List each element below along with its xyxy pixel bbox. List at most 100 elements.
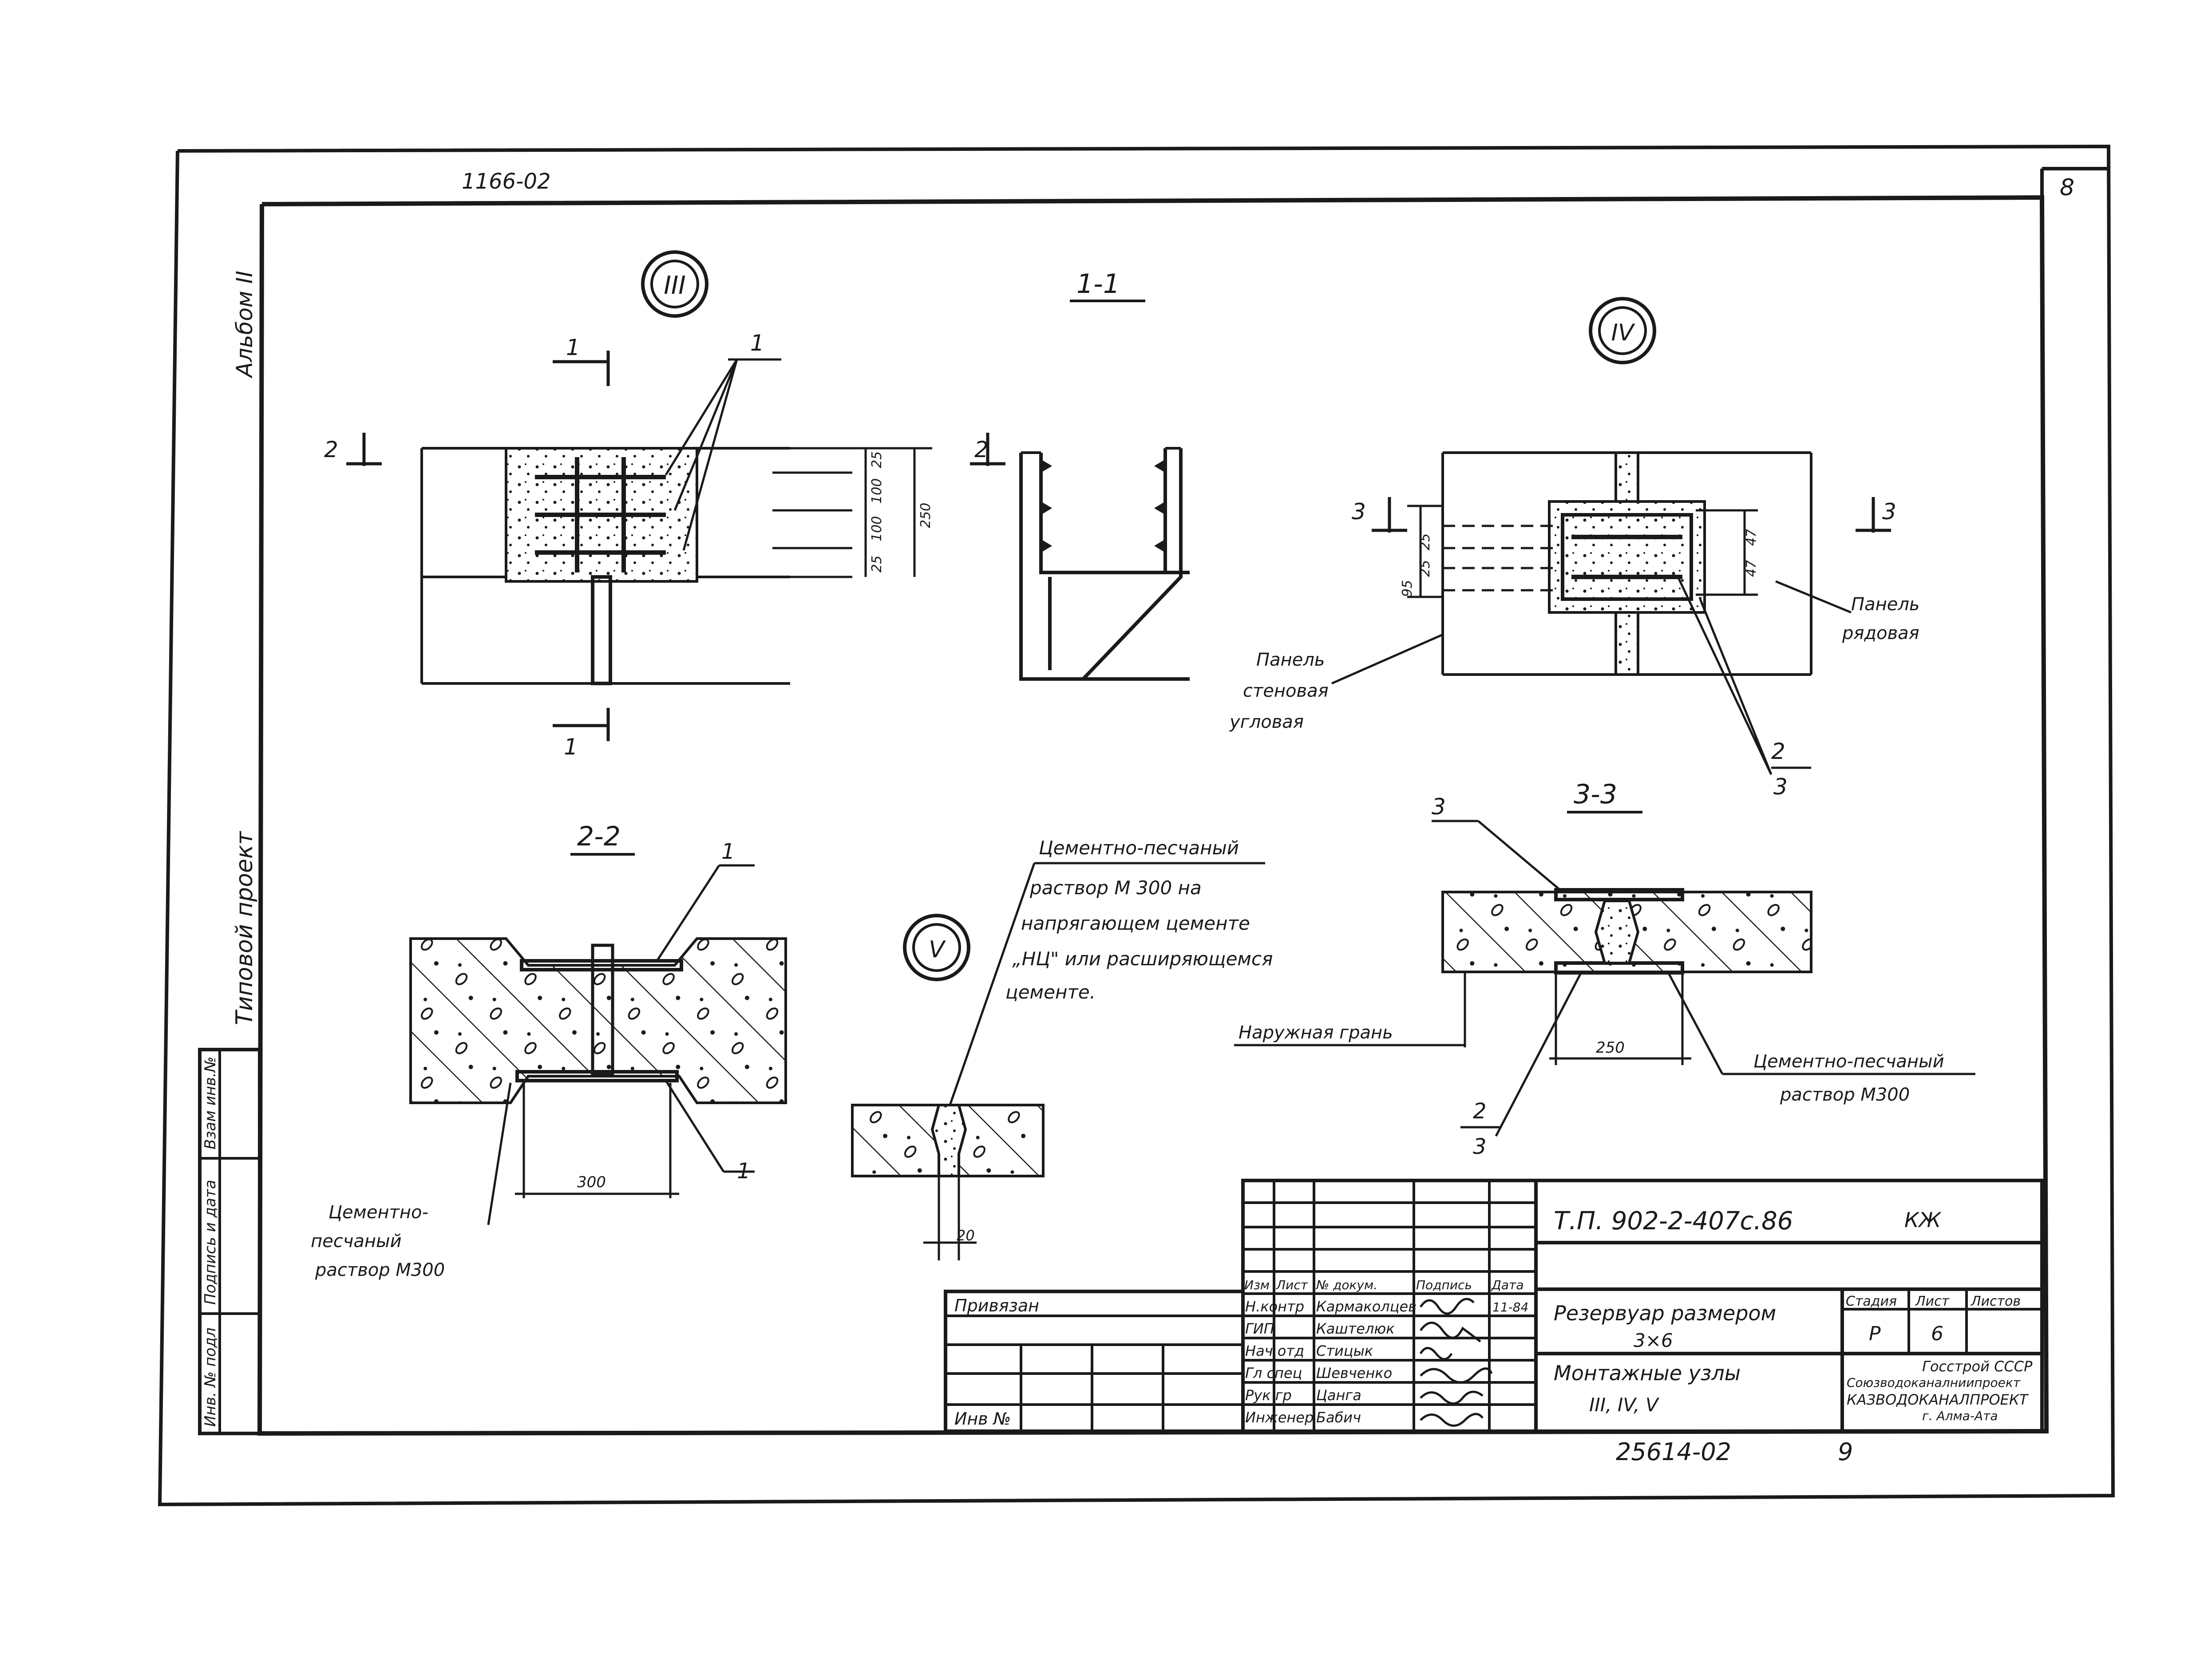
node-v-note-line1: Цементно-песчаный — [1039, 837, 1239, 859]
node-iii-callout: 1 — [750, 330, 764, 356]
side-col-sign: Подпись и дата — [202, 1180, 219, 1305]
panel-corner-line1: Панель — [1256, 650, 1325, 670]
node-iv-marker: IV — [1589, 297, 1656, 364]
node-iii-dim-d: 25 — [869, 451, 885, 468]
section-3-3-dim: 250 — [1596, 1039, 1625, 1057]
panel-corner-line2: стеновая — [1243, 681, 1329, 701]
node-iv-dim-right-b: 47 — [1744, 560, 1759, 577]
signatures — [1419, 1298, 1493, 1427]
node-v-note-line2: раствор М 300 на — [1029, 877, 1202, 899]
name-1: Кармаколцев — [1316, 1298, 1417, 1315]
node-v-dim: 20 — [957, 1227, 975, 1244]
sheet-label: Лист — [1915, 1294, 1950, 1309]
section-2-2-title: 2-2 — [577, 821, 621, 852]
org-line1: Госстрой СССР — [1922, 1358, 2033, 1375]
node-iii-cut-2-right: 2 — [974, 437, 989, 462]
node-iii-drawing — [346, 351, 1005, 741]
mortar-3-3-line1: Цементно-песчаный — [1753, 1051, 1944, 1072]
node-iv-callout-2: 2 — [1771, 738, 1785, 764]
role-6: Инженер — [1245, 1409, 1314, 1426]
stage-label: Стадия — [1846, 1294, 1897, 1309]
outer-face-label: Наружная грань — [1239, 1022, 1393, 1043]
mortar-3-3-line2: раствор М300 — [1780, 1085, 1910, 1105]
sign-date: 11-84 — [1492, 1300, 1528, 1315]
section-2-2-dim: 300 — [577, 1173, 606, 1191]
hdr-date: Дата — [1491, 1278, 1524, 1292]
role-5: Рук гр — [1245, 1387, 1292, 1404]
node-iii-dim-c: 100 — [869, 478, 885, 504]
mortar-2-2-line2: песчаный — [311, 1231, 402, 1251]
role-1: Н.контр — [1245, 1298, 1304, 1315]
section-2-2-drawing — [409, 864, 787, 1225]
org-line2: Союзводоканалниипроект — [1847, 1375, 2021, 1390]
node-v-note-line3: напрягающем цементе — [1021, 912, 1250, 934]
panel-row-line1: Панель — [1851, 594, 1920, 615]
role-2: ГИП — [1245, 1320, 1274, 1337]
svg-text:III: III — [664, 271, 686, 300]
archive-page: 9 — [1838, 1438, 1853, 1466]
section-2-2-callout-bottom: 1 — [737, 1159, 751, 1184]
node-iv-dim-left-c: 95 — [1400, 580, 1415, 597]
node-iii-marker: III — [641, 250, 708, 318]
role-4: Гл спец — [1245, 1365, 1302, 1382]
name-6: Бабич — [1316, 1409, 1361, 1426]
node-v-drawing — [851, 863, 1045, 1260]
archive-number: 25614-02 — [1616, 1438, 1731, 1466]
role-3: Нач отд — [1245, 1342, 1304, 1359]
stage-value: Р — [1869, 1322, 1881, 1345]
node-iii-dim-b: 100 — [869, 516, 885, 541]
section-1-1-title: 1-1 — [1076, 268, 1120, 300]
panel-row-line2: рядовая — [1842, 623, 1919, 643]
node-iii-dim-a: 25 — [869, 556, 885, 572]
section-1-1-drawing — [1019, 447, 1190, 681]
drawing-code: Т.П. 902-2-407с.86 — [1554, 1207, 1793, 1236]
sheet-corner-number: 8 — [2060, 174, 2074, 201]
node-v-marker: V — [903, 914, 970, 981]
archive-stamp: 1166-02 — [462, 169, 551, 194]
side-strip: Взам инв.№ Подпись и дата Инв. № подл — [198, 1048, 261, 1435]
section-3-3-fraction-top: 2 — [1473, 1099, 1487, 1124]
sheets-label: Листов — [1971, 1294, 2021, 1309]
hdr-doc: № докум. — [1315, 1278, 1377, 1292]
org-line4: г. Алма-Ата — [1922, 1409, 1998, 1423]
inv-no-label: Инв № — [954, 1409, 1011, 1429]
node-iii-dim-total: 250 — [918, 503, 934, 528]
panel-corner-line3: угловая — [1229, 712, 1304, 732]
title-block — [944, 1179, 2044, 1433]
hdr-change: Изм — [1244, 1278, 1270, 1292]
object-line2: 3×6 — [1634, 1330, 1673, 1351]
node-iv-dim-left-a: 25 — [1417, 533, 1433, 550]
name-5: Цанга — [1316, 1387, 1361, 1404]
section-3-3-fraction-bottom: 3 — [1473, 1134, 1487, 1159]
node-v-note-line4: „НЦ" или расширяющемся — [1012, 948, 1273, 970]
mortar-2-2-line1: Цементно- — [328, 1202, 428, 1223]
sheet-value: 6 — [1931, 1322, 1943, 1345]
side-col-replace: Взам инв.№ — [202, 1057, 219, 1149]
mortar-2-2-line3: раствор М300 — [315, 1260, 445, 1280]
node-iii-cut-1-top: 1 — [566, 335, 580, 360]
node-iv-callout-3: 3 — [1773, 774, 1788, 800]
node-iii-cut-2-left: 2 — [324, 437, 338, 462]
sheet-frame — [158, 144, 2115, 1507]
binding-label: Привязан — [954, 1296, 1039, 1315]
node-iv-dim-right-a: 47 — [1744, 529, 1759, 546]
side-col-inv: Инв. № подл — [202, 1327, 219, 1427]
section-3-3-callout: 3 — [1432, 794, 1446, 820]
section-3-3-title: 3-3 — [1574, 779, 1617, 810]
section-2-2-callout-top: 1 — [721, 839, 735, 864]
drawing-line2: III, IV, V — [1589, 1394, 1660, 1416]
name-4: Шевченко — [1316, 1365, 1392, 1382]
svg-text:V: V — [929, 936, 946, 963]
node-iv-cut-3-left: 3 — [1352, 499, 1366, 525]
drawing-mark: КЖ — [1904, 1208, 1942, 1232]
hdr-sign: Подпись — [1416, 1278, 1472, 1292]
node-v-note-line5: цементе. — [1005, 981, 1096, 1003]
section-3-3-drawing — [1234, 820, 1812, 1137]
name-2: Каштелюк — [1316, 1320, 1395, 1337]
drawing-line1: Монтажные узлы — [1554, 1361, 1741, 1385]
hdr-sheet: Лист — [1276, 1278, 1308, 1292]
node-iv-dim-left-b: 25 — [1417, 560, 1433, 577]
node-iv-cut-3-right: 3 — [1882, 499, 1896, 525]
name-3: Стицык — [1316, 1342, 1373, 1359]
